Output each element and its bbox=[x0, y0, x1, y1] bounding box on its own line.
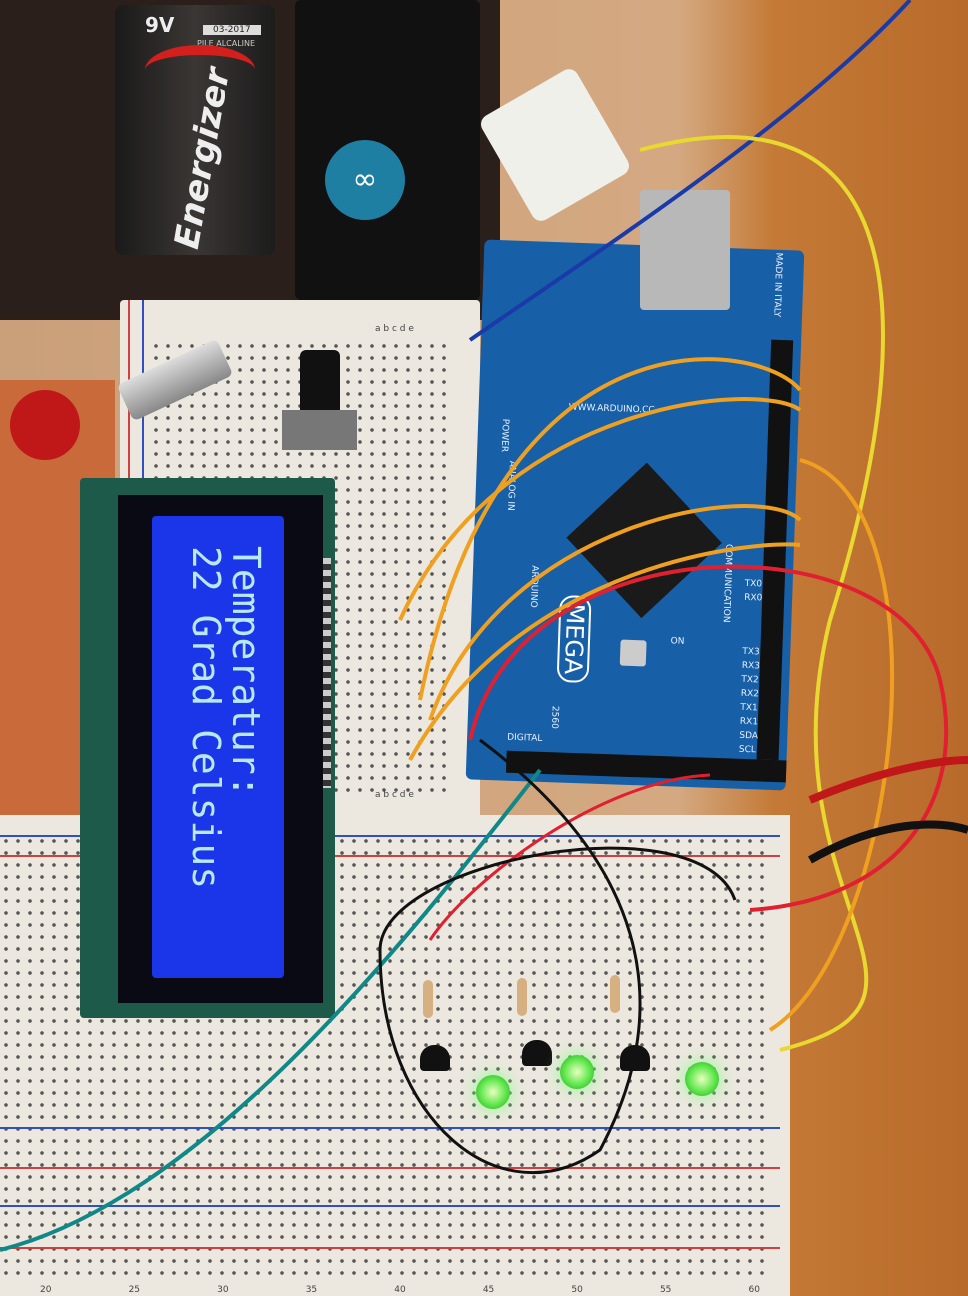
lcd-header-pins bbox=[321, 558, 331, 788]
battery-type: PILE ALCALINE bbox=[197, 39, 256, 48]
col-num: 40 bbox=[394, 1285, 406, 1295]
green-led bbox=[476, 1075, 510, 1109]
pot-body bbox=[282, 410, 357, 450]
green-led bbox=[560, 1055, 594, 1089]
column-numbers: 20 25 30 35 40 45 50 55 60 bbox=[40, 1285, 760, 1295]
col-num: 20 bbox=[40, 1285, 52, 1295]
wire-orange bbox=[428, 504, 802, 721]
wire-orange bbox=[418, 357, 802, 701]
wire-red bbox=[428, 773, 711, 941]
lcd-screen: Temperatur:22 Grad Celsius bbox=[152, 516, 284, 978]
power-rail-top bbox=[0, 855, 780, 857]
battery-voltage: 9V bbox=[145, 13, 175, 37]
col-num: 50 bbox=[571, 1285, 583, 1295]
pot-knob[interactable] bbox=[300, 350, 340, 420]
battery-holder: ∞ bbox=[295, 0, 480, 300]
wire-red bbox=[468, 564, 949, 912]
resistor bbox=[423, 980, 433, 1018]
transistor bbox=[522, 1040, 552, 1066]
battery-swoosh-logo bbox=[145, 45, 255, 95]
wire-black-cable bbox=[808, 820, 968, 864]
transistor bbox=[420, 1045, 450, 1071]
arduino-logo-icon: ∞ bbox=[325, 140, 405, 220]
ground-rail-2 bbox=[0, 1205, 780, 1207]
red-banana-jack bbox=[10, 390, 80, 460]
col-num: 30 bbox=[217, 1285, 229, 1295]
column-labels: a b c d e bbox=[375, 324, 414, 334]
col-num: 35 bbox=[305, 1285, 318, 1295]
col-num: 25 bbox=[128, 1285, 141, 1295]
battery-9v: 9V 03-2017 PILE ALCALINE Energizer bbox=[115, 5, 275, 255]
ground-rail-bottom bbox=[0, 1127, 780, 1129]
col-num: 45 bbox=[482, 1285, 495, 1295]
resistor bbox=[517, 978, 527, 1016]
wire-red-cable bbox=[808, 756, 968, 804]
col-num: 60 bbox=[748, 1285, 760, 1295]
battery-date: 03-2017 bbox=[203, 25, 261, 35]
potentiometer[interactable] bbox=[282, 350, 357, 450]
col-num: 55 bbox=[659, 1285, 672, 1295]
wire-orange bbox=[408, 542, 801, 761]
wire-blue bbox=[468, 0, 912, 342]
wire-yellow bbox=[639, 135, 885, 1052]
power-rail-bottom bbox=[0, 1167, 780, 1169]
wire-orange bbox=[398, 397, 802, 621]
wire-black bbox=[378, 738, 737, 1175]
column-labels-bottom: a b c d e bbox=[375, 790, 414, 800]
wire-orange bbox=[768, 458, 895, 1032]
resistor bbox=[610, 975, 620, 1013]
power-rail-2 bbox=[0, 1247, 780, 1249]
transistor bbox=[620, 1045, 650, 1071]
ground-rail-top bbox=[0, 835, 780, 837]
green-led bbox=[685, 1062, 719, 1096]
wire-teal bbox=[0, 768, 542, 1252]
